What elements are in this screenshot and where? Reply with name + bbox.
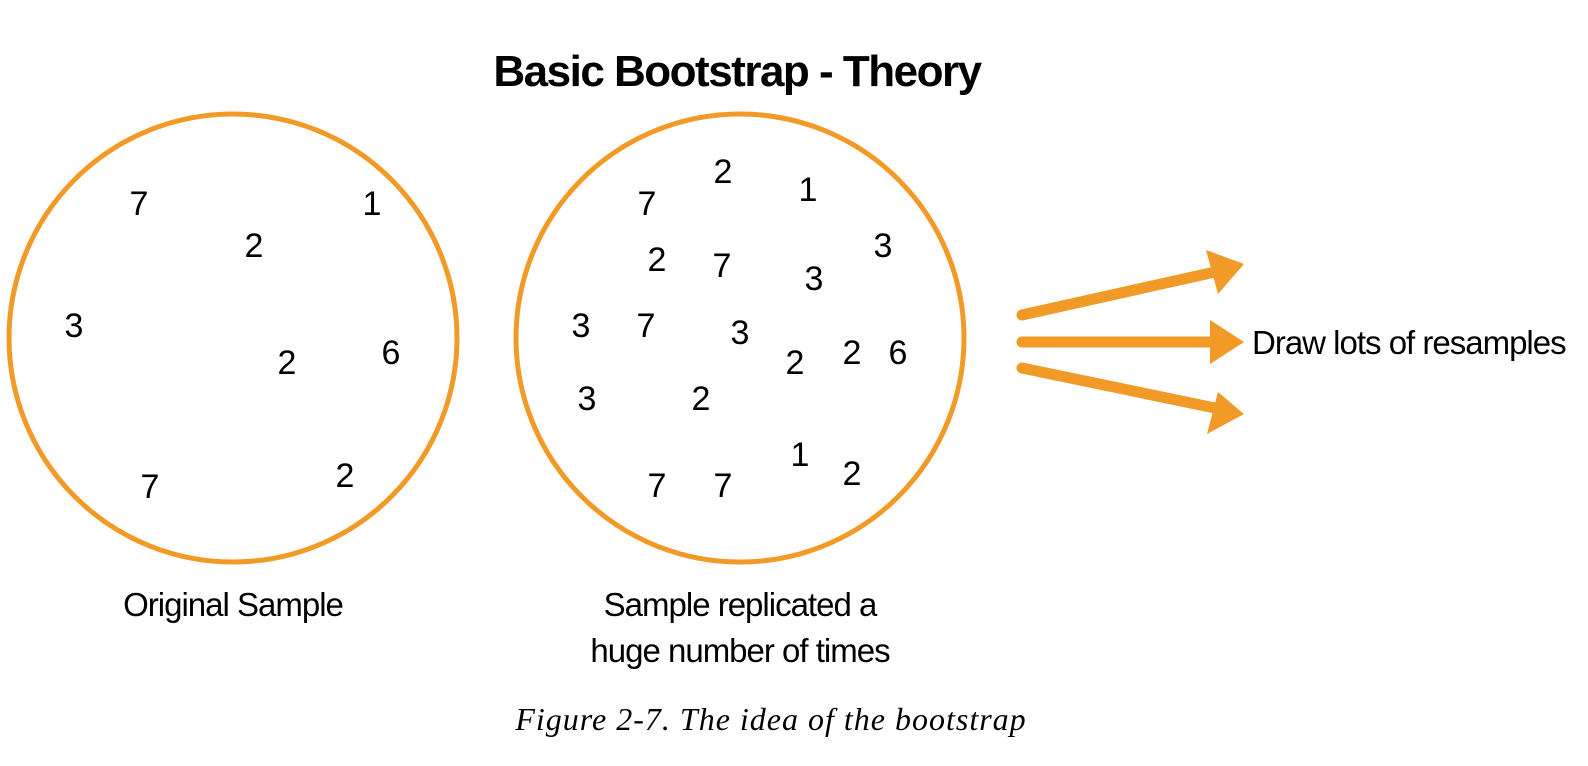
original-value: 2 <box>336 457 355 495</box>
arrow-lower-icon <box>1016 362 1244 434</box>
figure-caption: Figure 2-7. The idea of the bootstrap <box>514 701 1026 737</box>
replicated-value: 1 <box>791 436 810 474</box>
replicated-value: 3 <box>578 380 597 418</box>
diagram-title: Basic Bootstrap - Theory <box>493 47 982 96</box>
replicated-sample-label-line1: Sample replicated a <box>604 586 878 623</box>
arrow-middle-icon <box>1016 320 1244 364</box>
replicated-value: 7 <box>714 467 733 505</box>
replicated-value: 2 <box>692 380 711 418</box>
replicated-value: 2 <box>648 241 667 279</box>
replicated-value: 3 <box>874 227 893 265</box>
replicated-value: 7 <box>648 467 667 505</box>
replicated-value: 3 <box>572 307 591 345</box>
replicated-value: 7 <box>638 185 657 223</box>
original-value: 3 <box>65 307 84 345</box>
original-value: 2 <box>278 344 297 382</box>
replicated-value: 6 <box>889 334 908 372</box>
replicated-value: 3 <box>731 314 750 352</box>
replicated-sample-label-line2: huge number of times <box>590 632 890 669</box>
replicated-sample-circle <box>513 111 967 565</box>
replicated-value: 7 <box>713 247 732 285</box>
replicated-sample-group: 2 7 1 3 2 7 3 3 7 3 2 2 6 3 2 1 2 7 7 <box>513 111 967 565</box>
resample-arrows <box>1016 250 1244 434</box>
replicated-value: 1 <box>799 171 818 209</box>
replicated-value: 2 <box>714 153 733 191</box>
replicated-value: 2 <box>843 334 862 372</box>
resamples-label: Draw lots of resamples <box>1252 324 1566 361</box>
replicated-value: 7 <box>637 307 656 345</box>
original-sample-circle <box>6 111 460 565</box>
original-value: 7 <box>141 468 160 506</box>
original-sample-group: 7 1 2 3 2 6 7 2 <box>6 111 460 565</box>
arrow-upper-icon <box>1016 250 1244 321</box>
replicated-value: 3 <box>805 260 824 298</box>
original-value: 7 <box>130 185 149 223</box>
original-value: 1 <box>363 185 382 223</box>
original-value: 6 <box>382 334 401 372</box>
replicated-value: 2 <box>786 344 805 382</box>
original-value: 2 <box>245 227 264 265</box>
original-sample-label: Original Sample <box>123 586 343 623</box>
replicated-value: 2 <box>843 455 862 493</box>
